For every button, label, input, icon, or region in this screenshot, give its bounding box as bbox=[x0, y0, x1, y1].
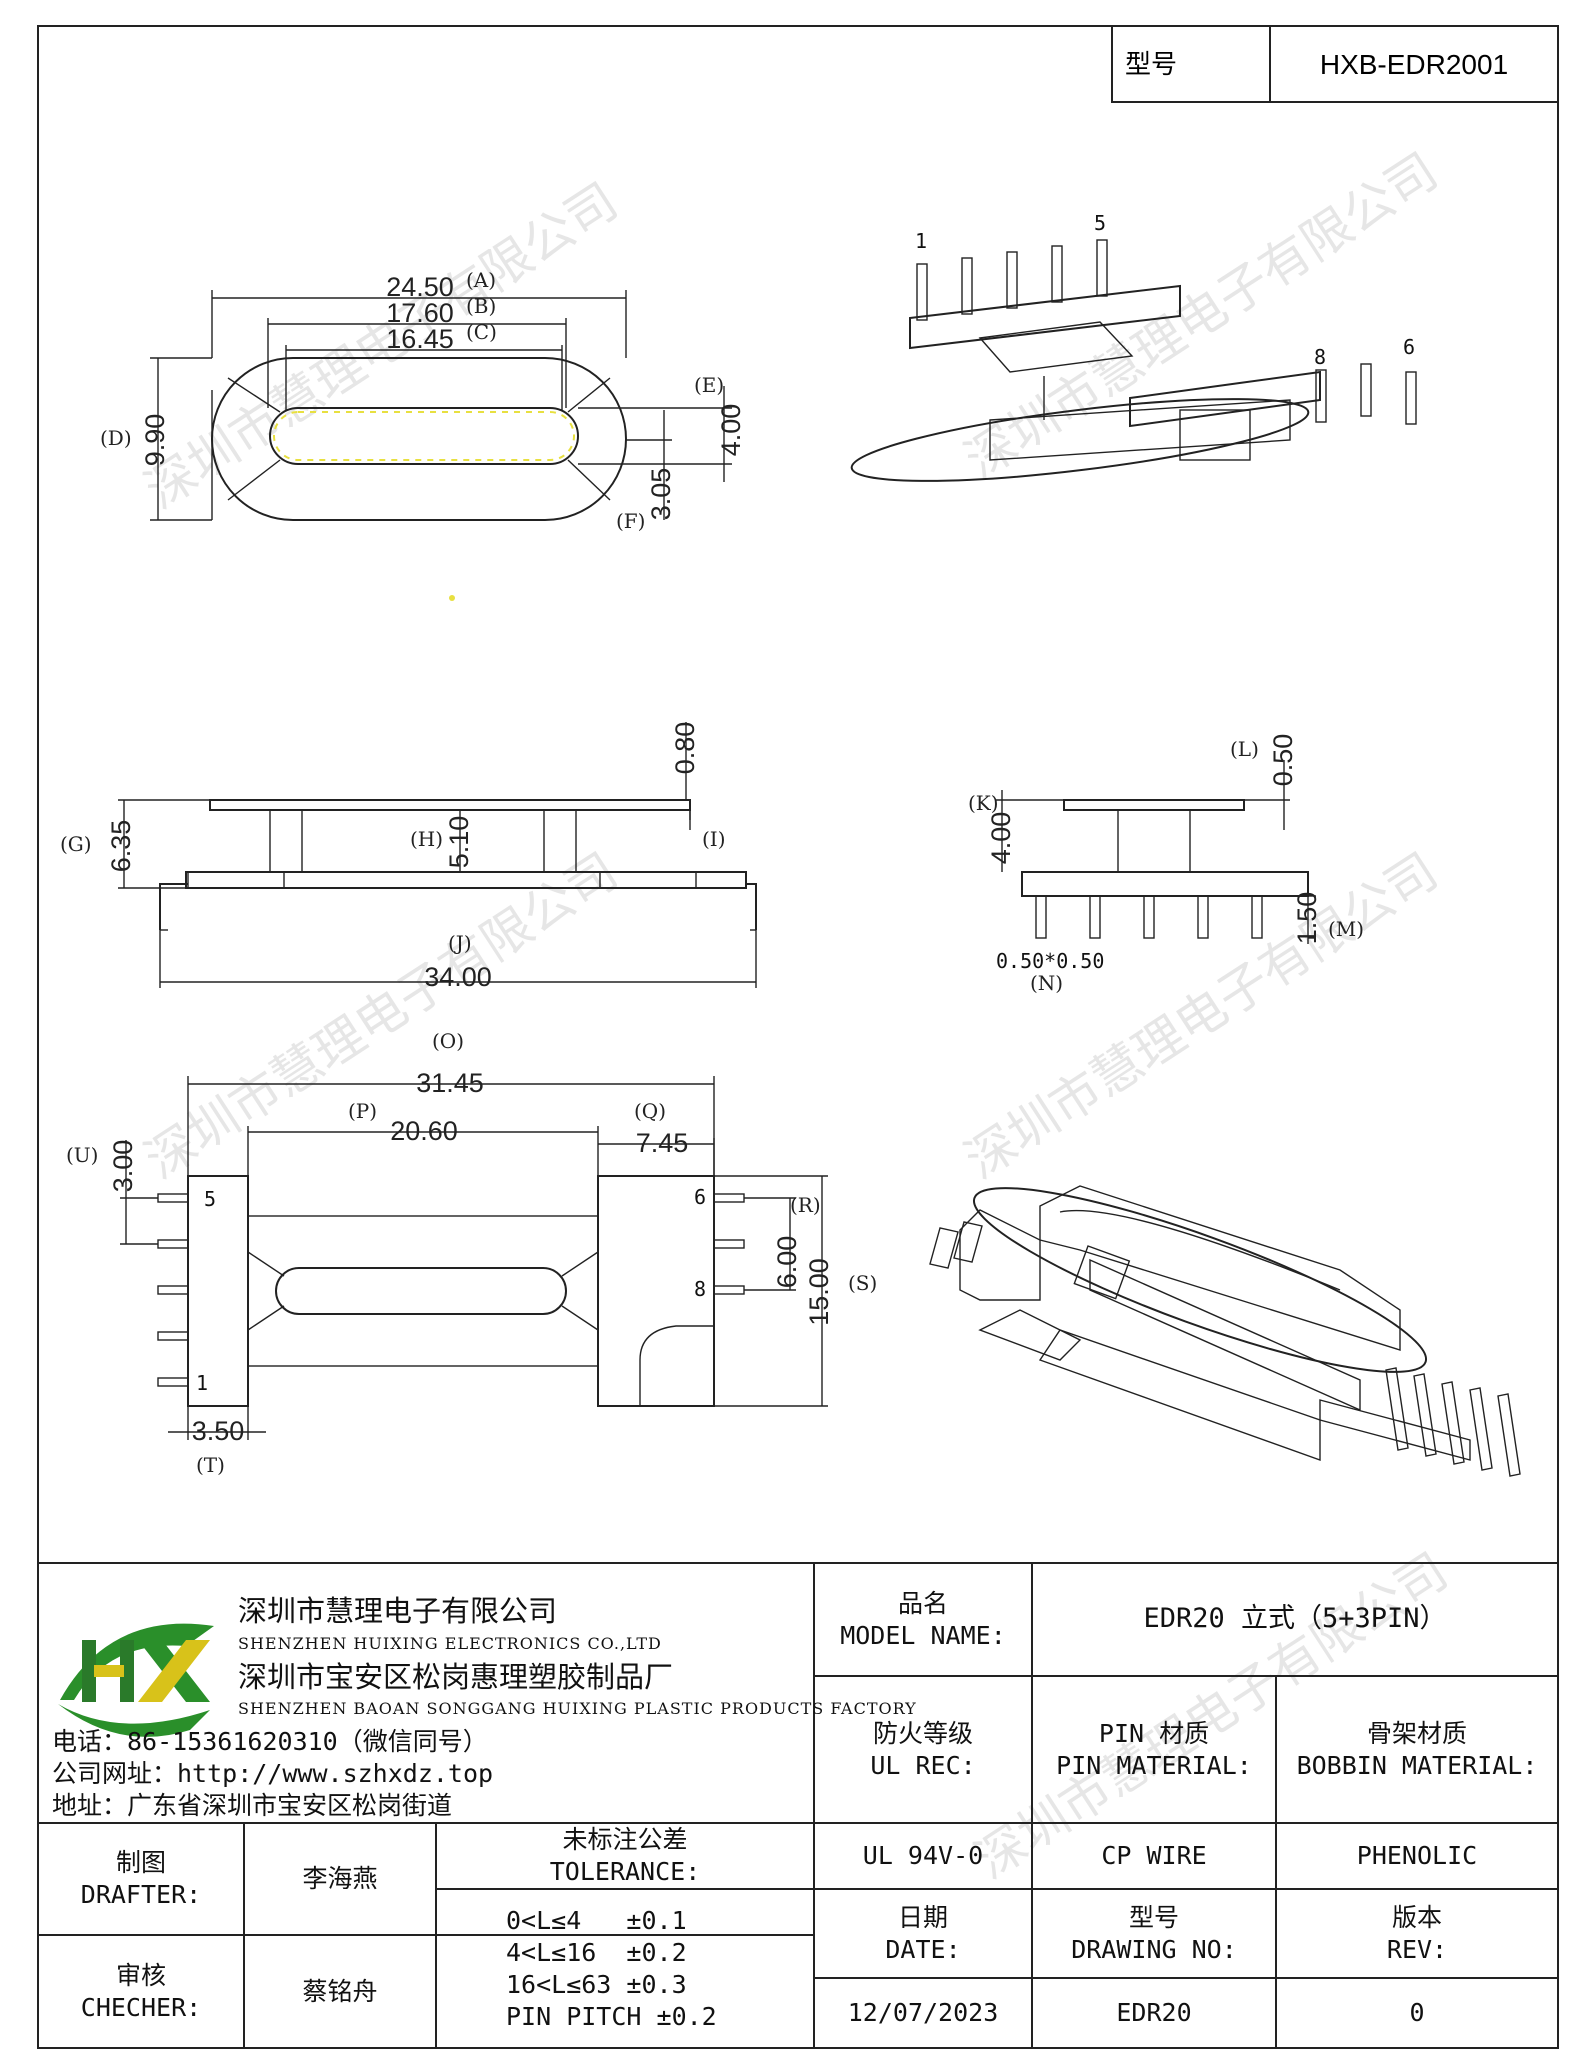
date-value: 12/07/2023 bbox=[847, 1998, 999, 2027]
front-view: 6.35 (G) 5.10 (H) 0.80 (I) 34.00 (J) bbox=[60, 722, 757, 992]
date-label: 日期 DATE: bbox=[885, 1902, 961, 1964]
pin-material-label: PIN 材质 PIN MATERIAL: bbox=[1056, 1718, 1252, 1780]
tolerance-row: 4<L≤16 ±0.2 bbox=[506, 1937, 687, 1967]
dim-7-45: 7.45 bbox=[636, 1128, 689, 1158]
company-name-en: SHENZHEN HUIXING ELECTRONICS CO.,LTD bbox=[238, 1634, 662, 1653]
dim-17-60: 17.60 bbox=[386, 298, 454, 328]
bottom-pin-6: 6 bbox=[694, 1185, 706, 1209]
drawing-no-value: EDR20 bbox=[1116, 1998, 1192, 2027]
iso-view-top: 1 5 8 6 bbox=[850, 211, 1417, 482]
tolerance-row: 16<L≤63 ±0.3 bbox=[506, 1969, 687, 1999]
dim-0-50: 0.50 bbox=[1268, 734, 1298, 787]
dim-20-60: 20.60 bbox=[390, 1116, 458, 1146]
tag-p: (P) bbox=[348, 1099, 377, 1123]
ul-rec-label: 防火等级 UL REC: bbox=[870, 1718, 976, 1780]
bottom-view: 5 1 6 8 31.45 (O) 20.60 (P) 7.45 (Q) 3.0… bbox=[66, 1029, 877, 1477]
tag-a: (A) bbox=[466, 268, 496, 292]
dim-34-00: 34.00 bbox=[424, 962, 492, 992]
tag-f: (F) bbox=[616, 509, 645, 533]
dim-15-00: 15.00 bbox=[804, 1258, 834, 1326]
model-name-value: EDR20 立式（5+3PIN） bbox=[1143, 1603, 1447, 1635]
iso-pin-6: 6 bbox=[1403, 335, 1415, 359]
tag-m: (M) bbox=[1328, 917, 1364, 941]
dim-24-50: 24.50 bbox=[386, 272, 454, 302]
drafter-label: 制图 DRAFTER: bbox=[80, 1848, 202, 1909]
top-view-window bbox=[269, 407, 579, 465]
tag-b: (B) bbox=[466, 294, 496, 318]
tolerance-row: 0<L≤4 ±0.1 bbox=[506, 1905, 687, 1935]
company-address: 地址：广东省深圳市宝安区松岗街道 bbox=[52, 1791, 453, 1820]
tag-u: (U) bbox=[66, 1143, 98, 1167]
drawing-no-label: 型号 DRAWING NO: bbox=[1071, 1902, 1237, 1964]
watermark-text: 深圳市慧理电子有限公司 bbox=[955, 842, 1448, 1190]
side-view: 0.50 (L) 4.00 (K) 1.50 (M) 0.50*0.50 (N) bbox=[968, 734, 1364, 995]
dim-3-50: 3.50 bbox=[192, 1416, 245, 1446]
checker-value: 蔡铭舟 bbox=[302, 1976, 378, 2006]
dim-5-10: 5.10 bbox=[444, 816, 474, 869]
pin-material-value: CP WIRE bbox=[1101, 1841, 1207, 1870]
iso-view-bottom bbox=[929, 1185, 1521, 1477]
bottom-pin-5: 5 bbox=[204, 1187, 216, 1211]
dim-4-00-side: 4.00 bbox=[986, 812, 1016, 865]
dim-31-45: 31.45 bbox=[416, 1068, 484, 1098]
tag-n: (N) bbox=[1030, 971, 1063, 995]
tag-k: (K) bbox=[968, 791, 999, 815]
bobbin-material-label: 骨架材质 BOBBIN MATERIAL: bbox=[1296, 1718, 1538, 1780]
title-block-grid bbox=[38, 1562, 1558, 2048]
company-logo bbox=[58, 1623, 214, 1737]
tag-j: (J) bbox=[448, 931, 472, 955]
dim-6-00: 6.00 bbox=[772, 1236, 802, 1289]
tag-e: (E) bbox=[694, 373, 724, 397]
bottom-pin-1: 1 bbox=[196, 1371, 208, 1395]
watermark-text: 深圳市慧理电子有限公司 bbox=[135, 842, 628, 1190]
tag-l: (L) bbox=[1230, 737, 1259, 761]
tag-s: (S) bbox=[848, 1271, 877, 1295]
dim-1-50: 1.50 bbox=[1292, 892, 1322, 945]
tag-o: (O) bbox=[432, 1029, 464, 1053]
iso-pin-8: 8 bbox=[1314, 345, 1326, 369]
tolerance-label: 未标注公差 TOLERANCE: bbox=[549, 1825, 701, 1886]
company-phone: 电话：86-15361620310（微信同号） bbox=[52, 1727, 488, 1756]
tag-g: (G) bbox=[60, 832, 92, 856]
model-box-value: HXB-EDR2001 bbox=[1320, 49, 1508, 80]
bobbin-material-value: PHENOLIC bbox=[1356, 1841, 1478, 1870]
tag-r: (R) bbox=[790, 1193, 821, 1217]
dim-6-35: 6.35 bbox=[106, 820, 136, 873]
top-view: 24.50 17.60 16.45 (A) (B) (C) 9.90 (D) 4… bbox=[100, 268, 746, 601]
tag-q: (Q) bbox=[634, 1099, 666, 1123]
dim-pin-section: 0.50*0.50 bbox=[996, 949, 1104, 973]
drawing-frame bbox=[37, 25, 1559, 2049]
tag-d: (D) bbox=[100, 426, 132, 450]
factory-name-cn: 深圳市宝安区松岗惠理塑胶制品厂 bbox=[238, 1660, 674, 1694]
model-name-label: 品名 MODEL NAME: bbox=[840, 1588, 1006, 1650]
model-box bbox=[1111, 25, 1559, 103]
rev-value: 0 bbox=[1409, 1998, 1425, 2027]
factory-name-en: SHENZHEN BAOAN SONGGANG HUIXING PLASTIC … bbox=[238, 1699, 917, 1718]
dim-3-00: 3.00 bbox=[108, 1140, 138, 1193]
tag-c: (C) bbox=[466, 320, 497, 344]
watermark-text: 深圳市慧理电子有限公司 bbox=[955, 142, 1448, 490]
company-website: 公司网址：http://www.szhxdz.top bbox=[52, 1759, 494, 1788]
tag-h: (H) bbox=[410, 827, 443, 851]
tag-i: (I) bbox=[702, 827, 726, 851]
dim-4-00: 4.00 bbox=[716, 404, 746, 457]
tolerance-row: PIN PITCH ±0.2 bbox=[506, 2001, 717, 2031]
iso-pin-5: 5 bbox=[1094, 211, 1106, 235]
rev-label: 版本 REV: bbox=[1386, 1902, 1448, 1964]
checker-label: 审核 CHECHER: bbox=[80, 1960, 202, 2022]
tag-t: (T) bbox=[196, 1453, 225, 1477]
bottom-pin-8: 8 bbox=[694, 1277, 706, 1301]
dim-16-45: 16.45 bbox=[386, 324, 454, 354]
dim-9-90: 9.90 bbox=[140, 414, 170, 467]
dim-3-05: 3.05 bbox=[646, 468, 676, 521]
iso-pin-1: 1 bbox=[915, 229, 927, 253]
watermark-text: 深圳市慧理电子有限公司 bbox=[135, 172, 628, 520]
drafter-value: 李海燕 bbox=[302, 1864, 378, 1893]
model-box-label: 型号 bbox=[1125, 50, 1177, 80]
tolerance-table: 0<L≤4 ±0.1 4<L≤16 ±0.2 16<L≤63 ±0.3 PIN … bbox=[436, 1889, 814, 2048]
company-name-cn: 深圳市慧理电子有限公司 bbox=[238, 1594, 558, 1628]
ul-rec-value: UL 94V-0 bbox=[862, 1841, 984, 1870]
dim-0-80: 0.80 bbox=[670, 722, 700, 775]
